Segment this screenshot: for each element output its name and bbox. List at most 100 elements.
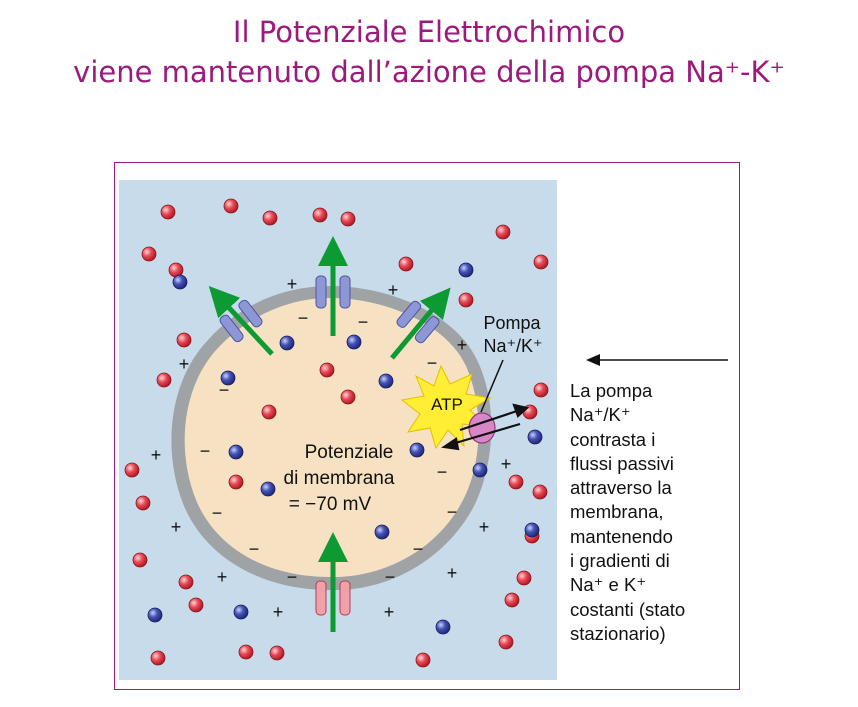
minus-charge-sign: −	[200, 441, 211, 461]
sodium-ion	[238, 644, 254, 660]
side-line: attraverso la	[570, 477, 672, 499]
sodium-ion	[533, 254, 549, 270]
flux-arrow-left	[208, 286, 274, 356]
side-line: flussi passivi	[570, 452, 674, 474]
sodium-ion	[398, 256, 414, 272]
sodium-ion	[516, 570, 532, 586]
minus-charge-sign: −	[287, 567, 298, 587]
sodium-ion	[132, 552, 148, 568]
potential-label-line-3: = −70 mV	[289, 494, 372, 515]
potassium-ion	[147, 607, 163, 623]
sodium-ion	[415, 652, 431, 668]
sodium-ion	[340, 211, 356, 227]
cytoplasm	[184, 298, 479, 578]
pump-pointer-line	[480, 359, 504, 413]
sodium-ion	[458, 292, 474, 308]
atp-label: ATP	[431, 395, 463, 414]
plus-charge-sign: +	[171, 517, 182, 537]
side-line: Na⁺/K⁺	[570, 404, 631, 426]
potassium-ion	[409, 442, 425, 458]
potassium-ion	[458, 262, 474, 278]
plus-charge-sign: +	[151, 445, 162, 465]
charge-signs: ++++++++++++−−−−−−−−−−−−	[151, 274, 512, 622]
sodium-ion	[135, 495, 151, 511]
potassium-ion	[472, 462, 488, 478]
sodium-ion	[532, 484, 548, 500]
leak-channel-right	[396, 300, 440, 344]
potassium-ion	[435, 619, 451, 635]
plus-charge-sign: +	[179, 354, 190, 374]
minus-charge-sign: −	[298, 308, 309, 328]
sodium-ion	[312, 207, 328, 223]
plus-charge-sign: +	[384, 602, 395, 622]
side-pointer-arrow	[586, 354, 728, 366]
flux-arrows	[208, 236, 451, 632]
leak-channel-top	[315, 275, 351, 309]
side-line: i gradienti di	[570, 550, 670, 572]
sodium-ion	[533, 382, 549, 398]
plus-charge-sign: +	[457, 335, 468, 355]
sodium-ion	[160, 204, 176, 220]
potassium-ion	[279, 335, 295, 351]
sodium-ion	[261, 404, 277, 420]
potassium-ion	[527, 429, 543, 445]
potassium-ion	[378, 373, 394, 389]
sodium-ion	[124, 462, 140, 478]
sodium-ion	[150, 650, 166, 666]
sodium-ion	[176, 332, 192, 348]
sodium-channel-bottom	[315, 580, 351, 616]
sodium-ion	[156, 372, 172, 388]
potassium-ion	[233, 604, 249, 620]
potassium-ion	[524, 522, 540, 538]
minus-charge-sign: −	[427, 353, 438, 373]
potassium-ion	[260, 481, 276, 497]
sodium-ion	[340, 389, 356, 405]
minus-charge-sign: −	[447, 502, 458, 522]
potassium-ion	[228, 444, 244, 460]
plus-charge-sign: +	[479, 517, 490, 537]
title-line-1: Il Potenziale Elettrochimico	[232, 15, 626, 49]
plus-charge-sign: +	[273, 602, 284, 622]
minus-charge-sign: −	[358, 312, 369, 332]
plus-charge-sign: +	[447, 563, 458, 583]
atp-burst	[400, 364, 492, 450]
pump-flux-arrows	[440, 403, 530, 451]
sodium-ion	[228, 474, 244, 490]
ions	[124, 198, 549, 668]
minus-charge-sign: −	[219, 380, 230, 400]
plus-charge-sign: +	[287, 274, 298, 294]
side-line: Na⁺ e K⁺	[570, 574, 647, 596]
sodium-ion	[498, 634, 514, 650]
side-line: La pompa	[570, 380, 653, 401]
minus-charge-sign: −	[385, 567, 396, 587]
sodium-ion	[262, 210, 278, 226]
sodium-ion	[508, 474, 524, 490]
potential-label-line-1: Potenziale	[305, 442, 394, 463]
minus-charge-sign: −	[212, 503, 223, 523]
side-line: stazionario)	[570, 622, 666, 644]
pump-label-line-1: Pompa	[483, 313, 541, 333]
potassium-ion	[346, 334, 362, 350]
sodium-ion	[188, 597, 204, 613]
plus-charge-sign: +	[388, 280, 399, 300]
potassium-ion	[374, 524, 390, 540]
side-line: costanti (stato	[570, 598, 686, 620]
side-explanation: La pompa Na⁺/K⁺ contrasta i flussi passi…	[570, 379, 740, 646]
minus-charge-sign: −	[437, 462, 448, 482]
sodium-ion	[504, 592, 520, 608]
plus-charge-sign: +	[217, 567, 228, 587]
potential-label-line-2: di membrana	[284, 468, 395, 489]
sodium-ion	[223, 198, 239, 214]
pump-label-line-2: Na⁺/K⁺	[483, 336, 542, 356]
side-line: contrasta i	[570, 428, 656, 450]
flux-arrow-right	[390, 287, 451, 360]
potassium-ion	[172, 274, 188, 290]
plus-charge-sign: +	[501, 454, 512, 474]
potassium-ion	[220, 370, 236, 386]
sodium-ion	[141, 246, 157, 262]
side-line: membrana,	[570, 501, 664, 523]
sodium-ion	[178, 574, 194, 590]
side-line: mantenendo	[570, 525, 673, 547]
title-line-2: viene mantenuto dall’azione della pompa …	[73, 55, 785, 89]
